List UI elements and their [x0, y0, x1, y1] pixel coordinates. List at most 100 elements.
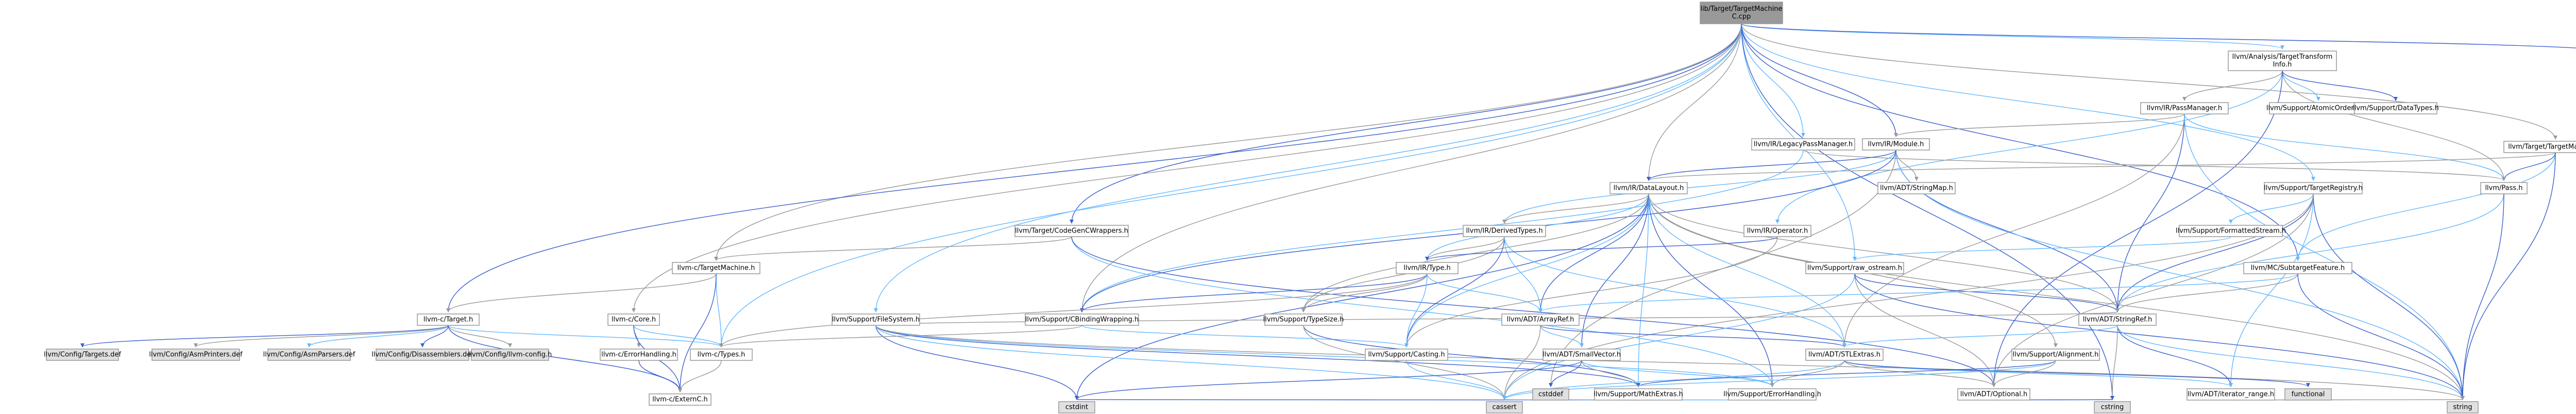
node-label: llvm/Pass.h: [2485, 185, 2522, 192]
node-box: [1594, 388, 1683, 401]
include-edge: [1081, 273, 1428, 312]
edge-arrowhead: [2229, 220, 2233, 224]
header-node[interactable]: llvm/Support/AtomicOrdering.h: [2266, 102, 2370, 114]
node-box: [1805, 349, 1884, 361]
edge-arrowhead: [1842, 343, 1846, 347]
node-box: [1543, 349, 1621, 361]
include-edge: [82, 325, 449, 347]
node-label: llvm/Support/raw_ostream.h: [1807, 264, 1902, 272]
header-node[interactable]: llvm/ADT/Optional.h: [1957, 388, 2030, 401]
node-label: llvm-c/Core.h: [612, 316, 656, 324]
node-box: [2094, 401, 2131, 413]
node-label: llvm/MC/SubtargetFeature.h: [2251, 264, 2345, 272]
include-edge: [1540, 325, 1582, 347]
external-header-node: cassert: [1486, 401, 1523, 413]
node-box: [417, 313, 480, 326]
header-node[interactable]: llvm/Support/TypeSize.h: [1263, 313, 1344, 326]
include-edge: [2282, 70, 2396, 101]
include-edge: [721, 273, 1428, 347]
include-edge: [638, 360, 681, 392]
header-node[interactable]: llvm/IR/Type.h: [1396, 262, 1459, 274]
header-node[interactable]: llvm/ADT/iterator_range.h: [2187, 388, 2275, 401]
include-edge: [2184, 70, 2283, 101]
edge-arrowhead: [2553, 136, 2557, 140]
header-node[interactable]: llvm-c/Target.h: [417, 313, 480, 326]
edge-arrowhead: [2054, 343, 2058, 347]
node-box: [376, 349, 469, 361]
header-node[interactable]: llvm/Support/FormattedStream.h: [2176, 225, 2286, 237]
include-edge: [1427, 236, 1778, 261]
header-node[interactable]: llvm/IR/Operator.h: [1743, 225, 1811, 237]
edge-arrowhead: [1647, 177, 1651, 181]
header-node[interactable]: llvm/Support/ErrorHandling.h: [1723, 388, 1821, 401]
node-box: [600, 349, 678, 361]
header-node[interactable]: llvm-c/Types.h: [690, 349, 753, 361]
edge-arrowhead: [1070, 220, 1074, 224]
header-node[interactable]: llvm/Target/TargetMachine.h: [2503, 141, 2576, 153]
external-header-node: cstddef: [1532, 388, 1569, 401]
header-node[interactable]: llvm-c/ExternC.h: [649, 393, 711, 406]
header-node[interactable]: llvm/Support/FileSystem.h: [832, 313, 920, 326]
header-node[interactable]: llvm/Support/MathExtras.h: [1594, 388, 1683, 401]
header-node[interactable]: llvm-c/ErrorHandling.h: [600, 349, 678, 361]
node-box: [832, 313, 920, 326]
node-box: [2354, 102, 2437, 114]
include-edge: [1895, 113, 2185, 137]
include-edge: [195, 325, 449, 347]
node-box: [649, 393, 711, 406]
include-edge: [1071, 23, 1742, 224]
header-node[interactable]: llvm/IR/DataLayout.h: [1609, 182, 1688, 194]
include-edge: [1504, 325, 1541, 400]
header-node[interactable]: llvm/ADT/STLExtras.h: [1805, 349, 1884, 361]
header-node[interactable]: llvm/ADT/ArrayRef.h: [1501, 313, 1580, 326]
header-node[interactable]: llvm/Support/Alignment.h: [2011, 349, 2100, 361]
include-edge: [875, 325, 1077, 400]
header-node[interactable]: llvm/ADT/StringMap.h: [1877, 182, 1956, 194]
include-edge: [1772, 360, 1845, 387]
edge-arrowhead: [1502, 396, 1506, 400]
node-box: [2011, 349, 2100, 361]
header-node[interactable]: llvm/Support/DataTypes.h: [2352, 102, 2439, 114]
edge-arrowhead: [1080, 308, 1084, 312]
include-edge: [1741, 23, 1896, 137]
external-header-node: llvm/Config/Targets.def: [44, 349, 121, 361]
header-node[interactable]: llvm/ADT/StringRef.h: [2078, 313, 2157, 326]
include-edge: [1504, 273, 1855, 400]
node-box: [1532, 388, 1569, 401]
header-node[interactable]: llvm/IR/DerivedTypes.h: [1463, 225, 1546, 237]
header-node[interactable]: llvm/IR/PassManager.h: [2140, 102, 2229, 114]
header-node[interactable]: llvm/Pass.h: [2480, 182, 2528, 194]
node-label: llvm/IR/Operator.h: [1747, 227, 1808, 235]
header-node[interactable]: llvm-c/TargetMachine.h: [672, 262, 760, 274]
node-box: [1957, 388, 2030, 401]
header-node[interactable]: llvm-c/Core.h: [607, 313, 660, 326]
include-edge: [2462, 152, 2556, 400]
header-node[interactable]: llvm/Support/TargetRegistry.h: [2264, 182, 2363, 194]
node-box: [1805, 262, 1904, 274]
node-box: [1058, 401, 1095, 413]
include-edge: [1081, 150, 1804, 312]
header-node[interactable]: llvm/Support/Casting.h: [1365, 349, 1448, 361]
node-box: [2078, 313, 2157, 326]
header-node[interactable]: llvm/Support/CBindingWrapping.h: [1025, 313, 1139, 326]
node-label: llvm-c/TargetMachine.h: [677, 264, 755, 272]
header-node[interactable]: llvm/MC/SubtargetFeature.h: [2243, 262, 2352, 274]
edge-arrowhead: [420, 343, 425, 347]
include-edge: [1076, 360, 1582, 400]
header-node[interactable]: llvm/IR/LegacyPassManager.h: [1751, 138, 1855, 151]
node-box: [1728, 388, 1817, 401]
node-label: string: [2453, 404, 2472, 411]
header-node[interactable]: llvm/IR/Module.h: [1862, 138, 1930, 151]
header-node[interactable]: llvm/ADT/SmallVector.h: [1543, 349, 1621, 361]
include-edge: [716, 236, 1072, 261]
include-edge: [680, 273, 717, 392]
header-node[interactable]: llvm/Support/raw_ostream.h: [1805, 262, 1904, 274]
include-edge: [2230, 193, 2314, 387]
include-edge: [875, 325, 1773, 387]
edge-arrowhead: [2280, 45, 2284, 49]
header-node[interactable]: llvm/Target/CodeGenCWrappers.h: [1014, 225, 1129, 237]
include-edge: [2282, 70, 2504, 181]
external-header-node: cstdint: [1058, 401, 1095, 413]
external-header-node: string: [2447, 401, 2479, 413]
